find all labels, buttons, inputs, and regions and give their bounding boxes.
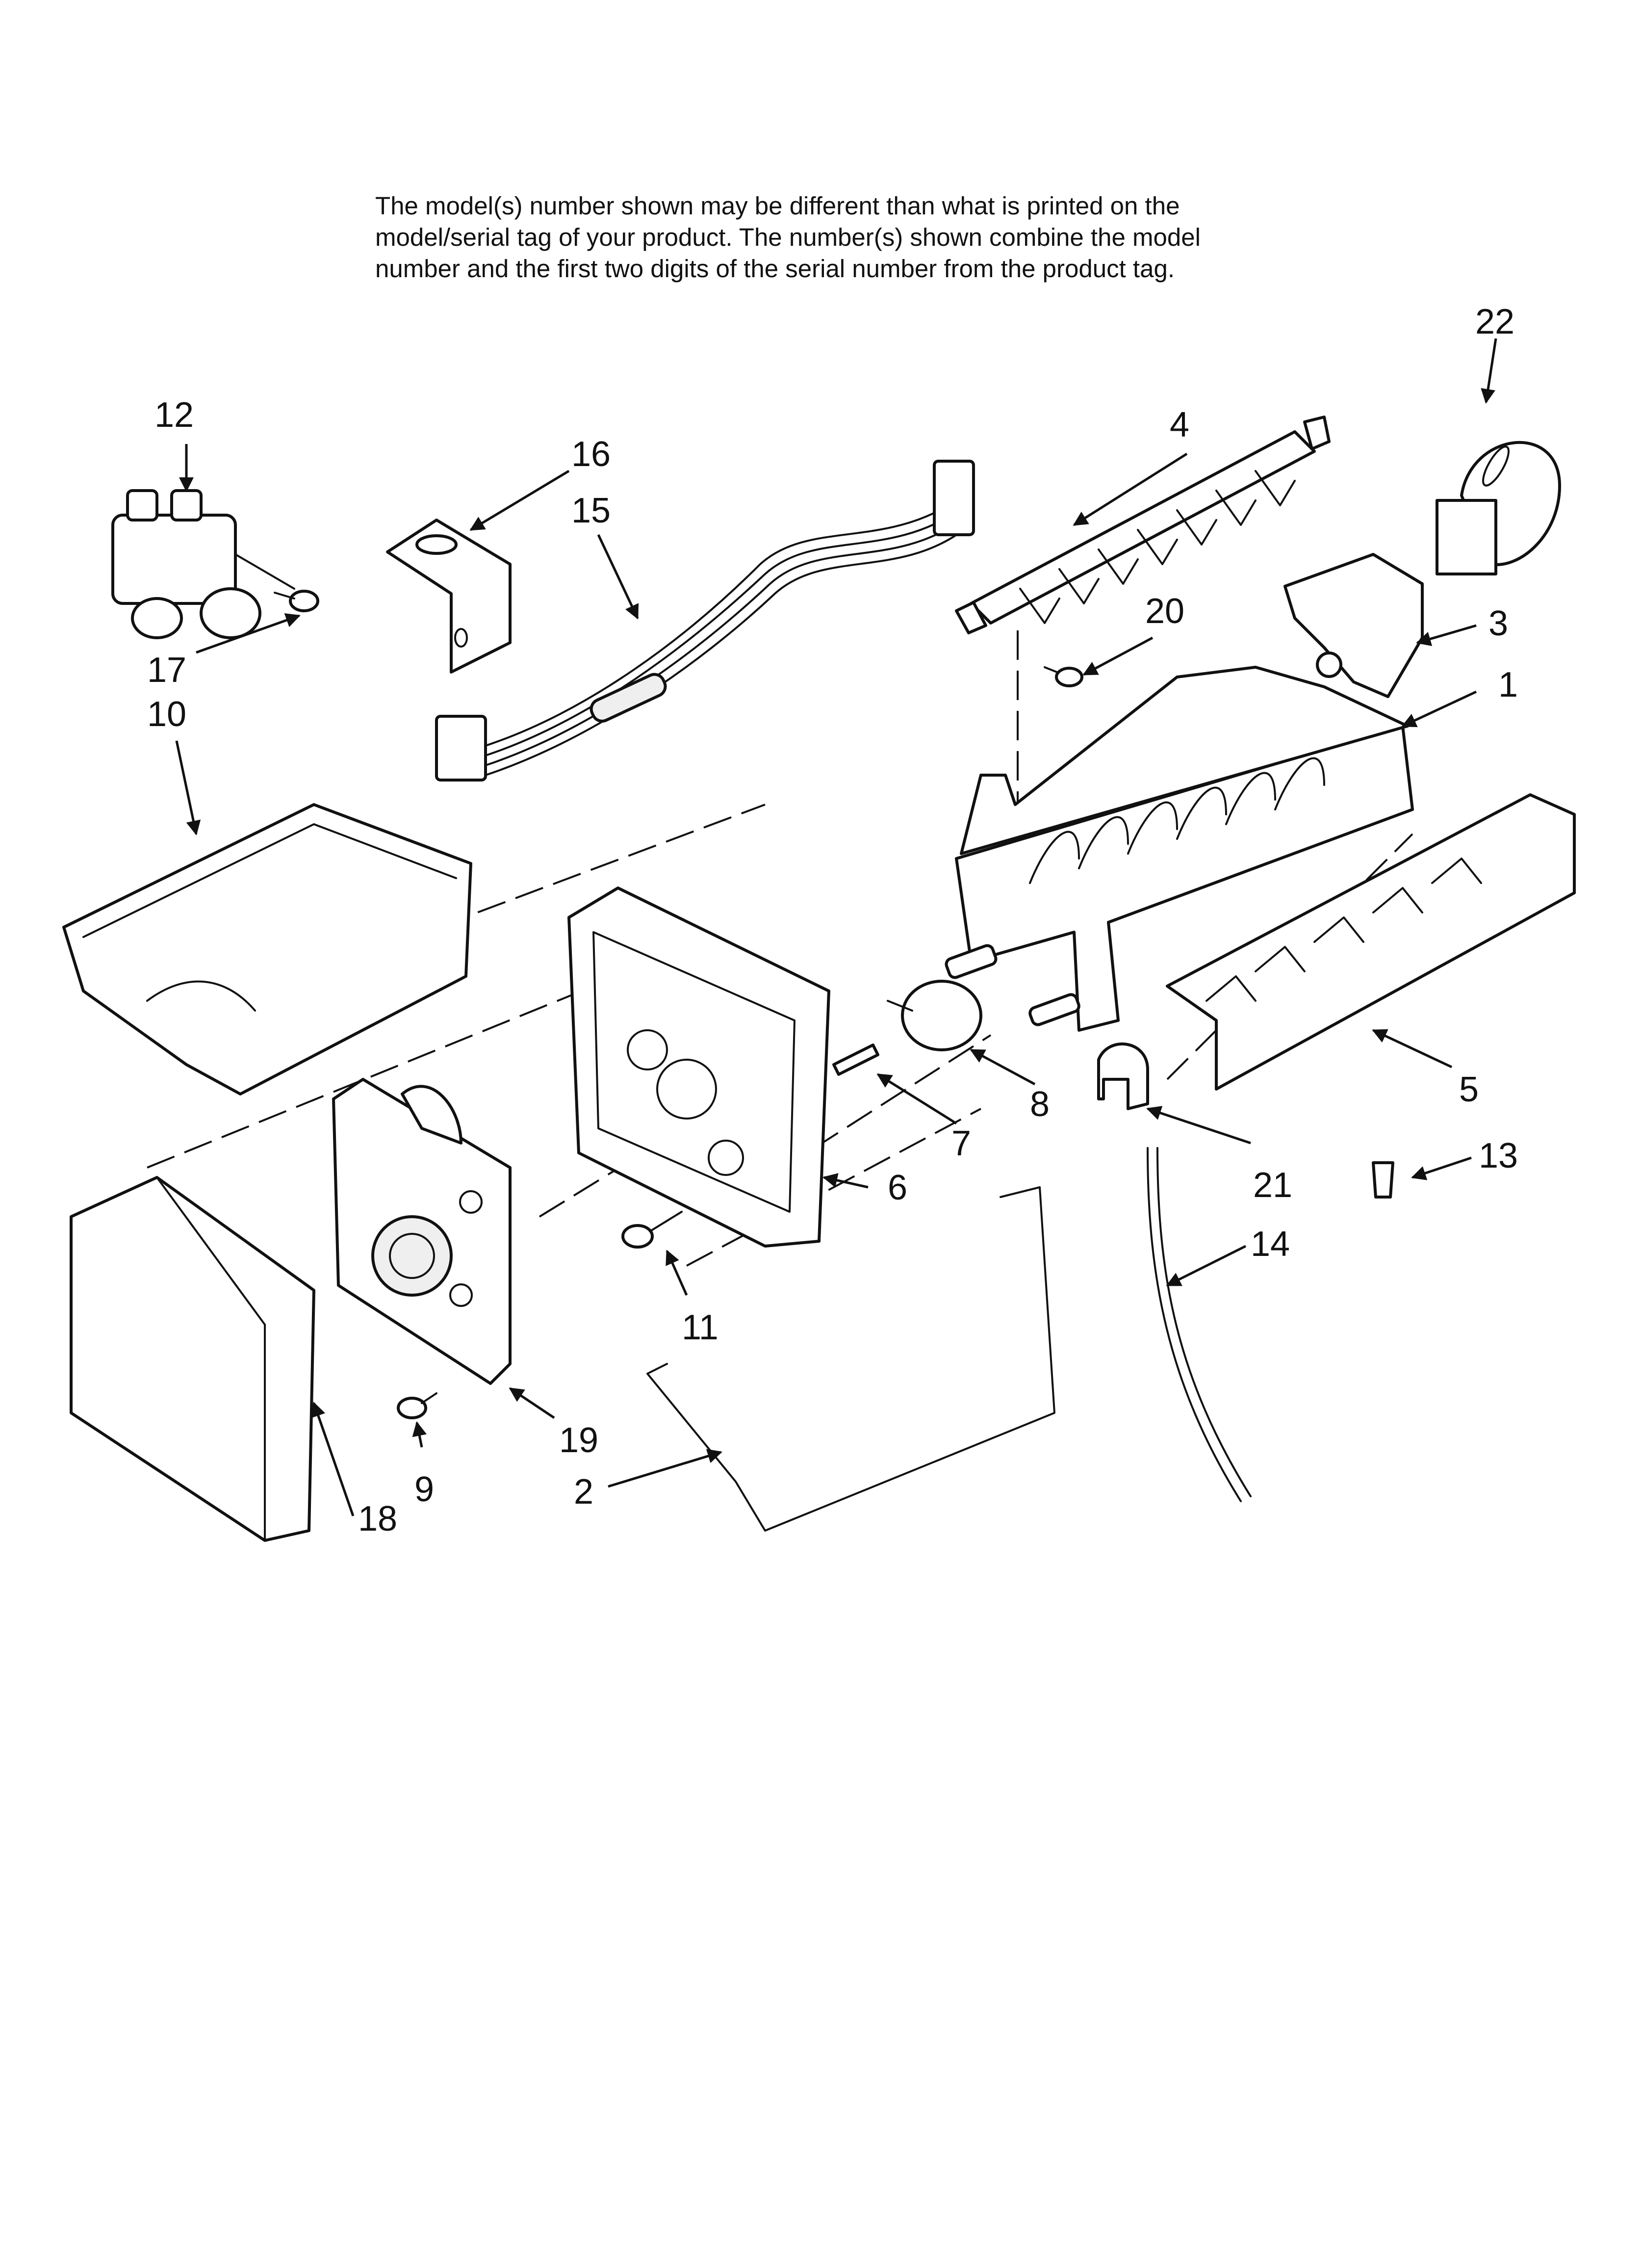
thermostat-pin-part (832, 1043, 879, 1076)
shut-off-arm-part (646, 1186, 1055, 1532)
callout-5: 5 (1459, 1070, 1479, 1109)
stripper-part (1166, 793, 1576, 1091)
callout-10: 10 (147, 695, 186, 734)
water-valve-part (111, 489, 295, 639)
callout-6: 6 (888, 1168, 907, 1207)
callout-7: 7 (951, 1124, 971, 1163)
callout-20: 20 (1145, 592, 1184, 631)
control-housing-part (567, 886, 830, 1248)
callout-17: 17 (147, 651, 186, 690)
callout-16: 16 (571, 435, 611, 474)
screw-9-part (397, 1392, 437, 1419)
fill-cup-part (1283, 553, 1424, 698)
callout-12: 12 (154, 395, 194, 435)
note-line-1: The model(s) number shown may be differe… (375, 192, 1180, 220)
callout-22: 22 (1475, 302, 1514, 341)
screw-11-part (621, 1211, 683, 1249)
callout-8: 8 (1030, 1085, 1050, 1124)
note-line-3: number and the first two digits of the s… (375, 255, 1175, 283)
model-number-note: The model(s) number shown may be differe… (375, 190, 1405, 285)
screw-17-part (274, 590, 319, 612)
callout-21: 21 (1253, 1166, 1292, 1205)
leader-arrows (175, 338, 1497, 1516)
thermostat-part (887, 980, 982, 1051)
fill-cup-heater-part (1436, 441, 1561, 575)
ejector-part (955, 416, 1331, 634)
bracket-part (386, 519, 512, 674)
motor-module-part (332, 1078, 512, 1385)
callout-14: 14 (1251, 1225, 1290, 1264)
callout-19: 19 (559, 1421, 598, 1460)
ice-bucket-part (62, 803, 472, 1095)
ice-mold-heater-pins (945, 944, 1080, 1026)
callout-13: 13 (1479, 1136, 1518, 1175)
callout-18: 18 (358, 1499, 397, 1538)
callout-labels: 12 17 10 16 15 4 22 3 20 1 5 6 7 8 13 21… (147, 302, 1518, 1538)
callout-4: 4 (1170, 405, 1189, 444)
wire-harness-part (435, 460, 975, 782)
callout-9: 9 (414, 1470, 434, 1509)
cover-part (70, 1176, 315, 1542)
callout-2: 2 (574, 1472, 593, 1512)
screw-20-part (1044, 666, 1083, 687)
callout-1: 1 (1498, 665, 1518, 704)
callout-11: 11 (682, 1308, 718, 1347)
tube-part (1147, 1147, 1252, 1502)
plug-part (1372, 1161, 1394, 1199)
clip-part (1097, 1042, 1149, 1110)
ice-mold-part (955, 666, 1414, 1032)
note-line-2: model/serial tag of your product. The nu… (375, 223, 1201, 251)
callout-3: 3 (1488, 604, 1508, 643)
callout-15: 15 (571, 491, 611, 530)
